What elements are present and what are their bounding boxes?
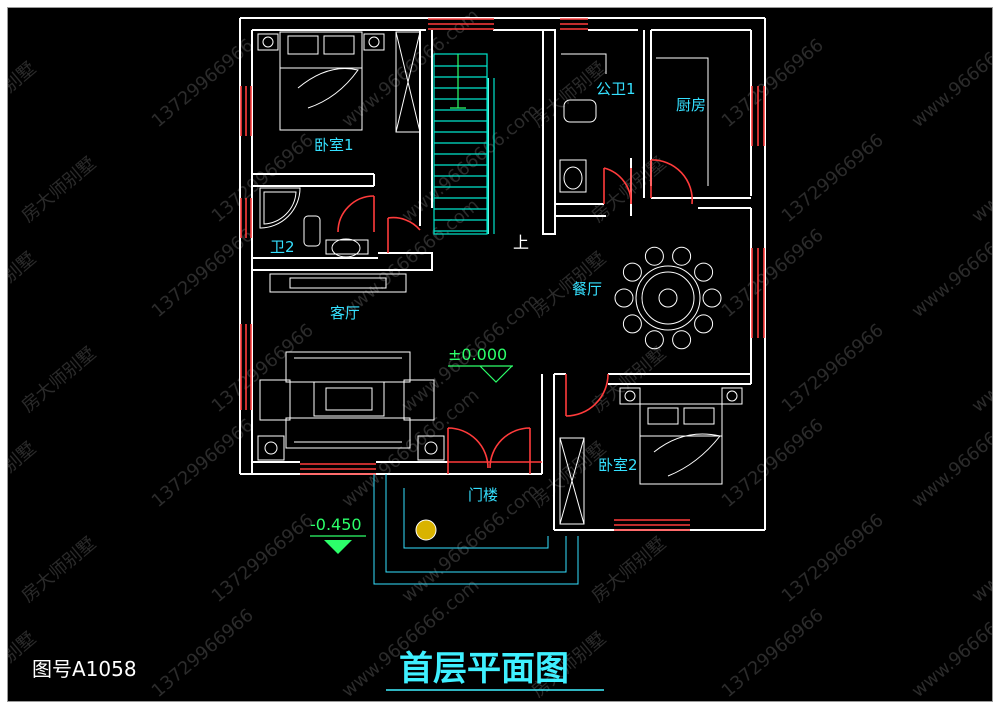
watermark-text: 房大师别墅 bbox=[8, 248, 40, 322]
watermark-text: 房大师别墅 bbox=[8, 438, 40, 512]
watermark-text: www.9666666.com bbox=[968, 480, 992, 607]
doors bbox=[337, 159, 693, 474]
watermark-text: 13729966966 bbox=[208, 510, 318, 607]
tv-cabinet bbox=[269, 273, 407, 293]
dining-chair bbox=[622, 314, 642, 334]
watermark-text: 房大师别墅 bbox=[18, 533, 100, 607]
watermark-text: 13729966966 bbox=[718, 605, 828, 701]
bed-bedroom2 bbox=[619, 387, 743, 485]
watermark-text: 13729966966 bbox=[718, 415, 828, 512]
watermark-text: 13729966966 bbox=[148, 225, 258, 322]
watermark-text: 13729966966 bbox=[718, 225, 828, 322]
watermark-text: 13729966966 bbox=[208, 320, 318, 417]
dining-chair bbox=[672, 246, 692, 266]
dining-chair bbox=[702, 288, 722, 308]
room-label-bath2: 卫2 bbox=[270, 238, 295, 256]
room-label-entrance: 门楼 bbox=[468, 486, 498, 504]
watermark-text: 房大师别墅 bbox=[8, 58, 40, 132]
walls bbox=[239, 17, 766, 531]
kitchen-counter bbox=[656, 57, 709, 186]
stair-up-label: 上 bbox=[513, 233, 529, 252]
drawing-number: 图号A1058 bbox=[32, 657, 137, 681]
dining-chair bbox=[694, 262, 714, 282]
watermark-text: 房大师别墅 bbox=[588, 343, 670, 417]
dining-chair bbox=[672, 330, 692, 350]
room-label-kitchen: 厨房 bbox=[676, 96, 706, 114]
room-label-bedroom1: 卧室1 bbox=[314, 136, 354, 154]
windows bbox=[240, 18, 765, 531]
watermark-text: 13729966966 bbox=[778, 320, 888, 417]
wardrobe-bedroom2 bbox=[559, 437, 585, 525]
dining-chair bbox=[644, 246, 664, 266]
watermark-text: 13729966966 bbox=[148, 605, 258, 701]
public-bath-fixtures bbox=[559, 53, 607, 193]
watermark-text: 13729966966 bbox=[148, 415, 258, 512]
dining-chair bbox=[622, 262, 642, 282]
wardrobe-bedroom1 bbox=[395, 31, 421, 133]
room-label-public-bath1: 公卫1 bbox=[596, 80, 636, 98]
dining-table-set bbox=[614, 246, 722, 350]
room-label-bedroom2: 卧室2 bbox=[598, 456, 638, 474]
level-marker-indoor: ±0.000 bbox=[448, 345, 513, 383]
watermark-text: 13729966966 bbox=[778, 510, 888, 607]
bed-bedroom1 bbox=[257, 31, 385, 131]
watermark-text: 13729966966 bbox=[718, 35, 828, 132]
room-label-dining-room: 餐厅 bbox=[572, 280, 602, 298]
watermark-text: 房大师别墅 bbox=[18, 153, 100, 227]
watermark-text: www.9666666.com bbox=[968, 290, 992, 417]
watermark-text: 房大师别墅 bbox=[18, 343, 100, 417]
watermark-text: 13729966966 bbox=[208, 130, 318, 227]
watermark-text: www.9666666.com bbox=[908, 8, 992, 132]
drawing-title: 首层平面图 bbox=[399, 649, 569, 689]
dining-chair bbox=[614, 288, 634, 308]
dining-chair bbox=[644, 330, 664, 350]
watermark-text: 13729966966 bbox=[778, 130, 888, 227]
watermark-text: 房大师别墅 bbox=[588, 533, 670, 607]
staircase bbox=[433, 53, 495, 235]
room-labels: 卧室1 卫2 公卫1 厨房 客厅 餐厅 卧室2 门楼 bbox=[270, 80, 706, 504]
room-label-living-room: 客厅 bbox=[330, 304, 360, 322]
outdoor-elevation-label: -0.450 bbox=[310, 515, 362, 534]
bath2-fixtures bbox=[259, 187, 369, 258]
watermark-text: www.9666666.com bbox=[968, 100, 992, 227]
indoor-elevation-label: ±0.000 bbox=[448, 345, 507, 364]
entrance-porch bbox=[373, 474, 579, 585]
dining-chair bbox=[694, 314, 714, 334]
sofa-set bbox=[257, 351, 445, 461]
level-marker-outdoor: -0.450 bbox=[310, 515, 366, 554]
furniture bbox=[257, 31, 743, 525]
